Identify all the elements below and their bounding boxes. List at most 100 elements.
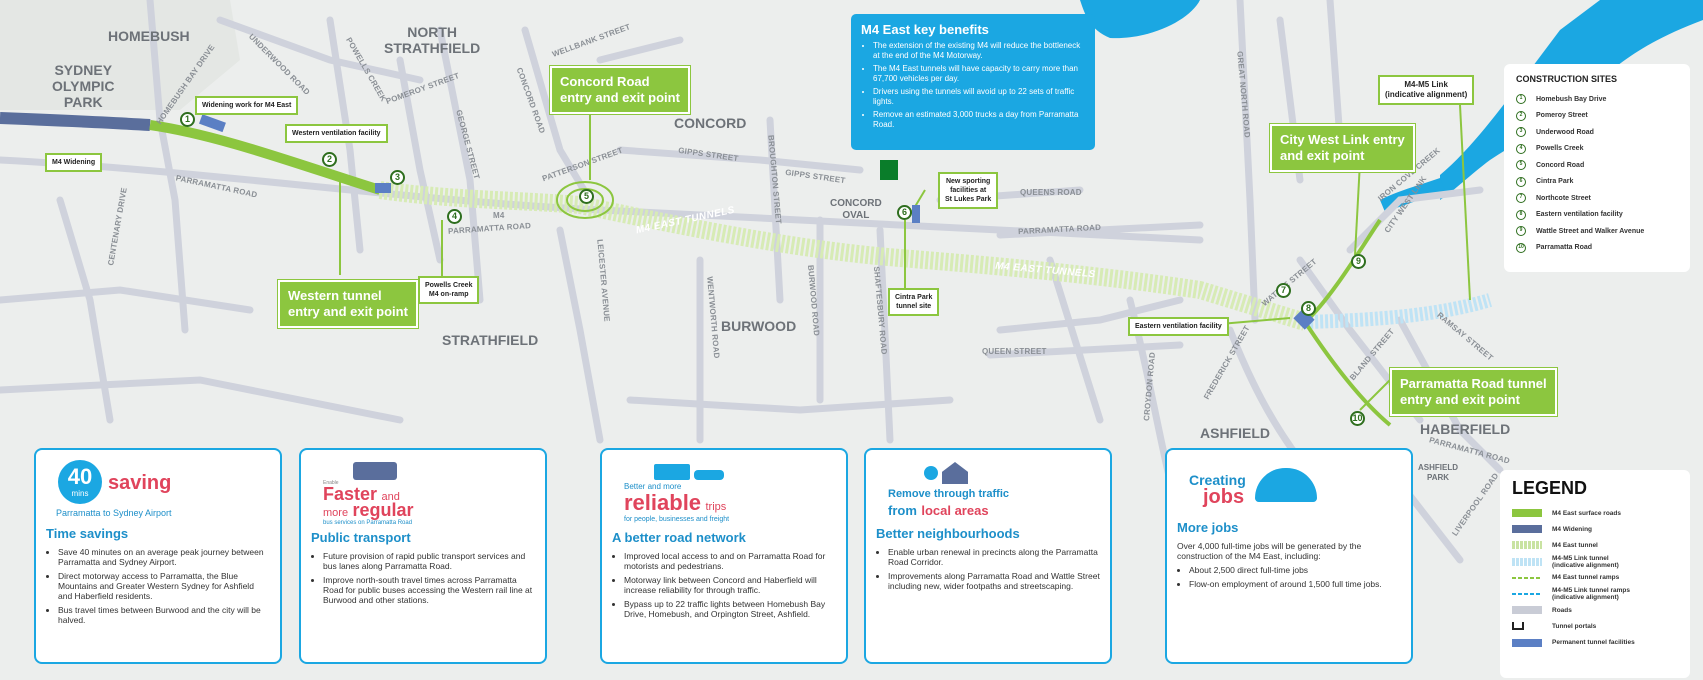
m4-widening-road (0, 112, 151, 131)
site-marker-7[interactable]: 7 (1276, 283, 1291, 298)
site-marker-8[interactable]: 8 (1301, 301, 1316, 316)
site-name: Underwood Road (1536, 128, 1594, 136)
legend-swatch (1512, 576, 1542, 579)
hero-top: Better and more (624, 482, 682, 491)
site-marker-3[interactable]: 3 (390, 170, 405, 185)
legend-swatch (1512, 525, 1542, 534)
minutes-number: 40 (67, 464, 93, 489)
callout-city-west-link: City West Link entry and exit point (1270, 124, 1415, 172)
card-hero: Creating jobs (1177, 458, 1401, 520)
card-time-savings: 40 mins saving Parramatta to Sydney Airp… (34, 448, 282, 664)
card-item: Improvements along Parramatta Road and W… (888, 571, 1100, 591)
card-item: Improve north-south travel times across … (323, 575, 535, 605)
m4m5-link-tunnel (1304, 293, 1493, 329)
site-marker-1[interactable]: 1 (180, 112, 195, 127)
hero-trips: trips (705, 501, 727, 513)
legend-row: M4-M5 Link tunnel ramps (indicative alig… (1512, 586, 1678, 602)
cintra-facility (912, 205, 920, 223)
hero-sub: bus services on Parramatta Road (323, 520, 413, 526)
suburb-ashfield: ASHFIELD (1200, 425, 1270, 441)
card-item: Future provision of rapid public transpo… (323, 551, 535, 571)
site-marker-10[interactable]: 10 (1350, 411, 1365, 426)
hero-more: more (323, 507, 349, 519)
city-west-link-ramp (1303, 218, 1382, 324)
card-item: Enable urban renewal in precincts along … (888, 547, 1100, 567)
hero-line2: more regular (323, 500, 414, 521)
legend-row: M4-M5 Link tunnel (indicative alignment) (1512, 554, 1678, 570)
benefit-item: The extension of the existing M4 will re… (873, 41, 1085, 61)
card-intro: Over 4,000 full-time jobs will be genera… (1177, 541, 1362, 561)
site-marker-5[interactable]: 5 (579, 189, 594, 204)
card-title: Better neighbourhoods (876, 526, 1020, 541)
site-name: Homebush Bay Drive (1536, 95, 1607, 103)
hero-from: from (888, 503, 917, 518)
site-number: 8 (1516, 209, 1526, 220)
legend-swatch (1512, 557, 1542, 566)
street-queen-street: QUEEN STREET (982, 347, 1047, 356)
callout-powells-ramp: Powells Creek M4 on-ramp (418, 276, 480, 304)
callout-concord-road: Concord Road entry and exit point (550, 66, 690, 114)
park-olympic (0, 0, 240, 110)
tree-icon (924, 466, 938, 480)
hero-and: and (381, 491, 400, 503)
st-lukes-park-marker (880, 160, 898, 180)
construction-sites-title: CONSTRUCTION SITES (1516, 74, 1618, 84)
legend-swatch (1512, 606, 1542, 615)
callout-cintra: Cintra Park tunnel site (888, 288, 940, 316)
callout-sporting: New sporting facilities at St Lukes Park (938, 172, 999, 209)
suburb-homebush: HOMEBUSH (108, 28, 190, 44)
legend-label: Permanent tunnel facilities (1552, 639, 1635, 647)
site-name: Powells Creek (1536, 145, 1584, 153)
m4-east-tunnel-2 (578, 196, 1308, 331)
card-item: Improved local access to and on Parramat… (624, 551, 836, 571)
card-item: About 2,500 direct full-time jobs (1189, 565, 1401, 575)
callout-widening-work: Widening work for M4 East (195, 96, 299, 115)
legend-label: M4-M5 Link tunnel ramps (indicative alig… (1552, 587, 1631, 602)
parramatta-road-ramp (1303, 320, 1392, 427)
site-name: Parramatta Road (1536, 244, 1593, 252)
suburb-burwood: BURWOOD (721, 318, 797, 334)
minutes-badge: 40 mins (58, 460, 102, 504)
water-bay-top (1080, 0, 1200, 39)
key-benefits-list: The extension of the existing M4 will re… (861, 41, 1085, 130)
card-list: Future provision of rapid public transpo… (311, 551, 535, 605)
key-benefits-panel: M4 East key benefits The extension of th… (851, 14, 1095, 150)
site-name: Wattle Street and Walker Avenue (1536, 227, 1645, 235)
site-name: Northcote Street (1536, 194, 1591, 202)
site-marker-4[interactable]: 4 (447, 209, 462, 224)
hero-line2: from local areas (888, 502, 989, 520)
card-item: Motorway link between Concord and Haberf… (624, 575, 836, 595)
suburb-sydney-olympic-park: SYDNEY OLYMPIC PARK (52, 62, 115, 110)
suburb-ashfield-park: ASHFIELD PARK (1418, 463, 1458, 482)
key-benefits-title: M4 East key benefits (861, 22, 989, 37)
suburb-concord-oval: CONCORD OVAL (830, 198, 882, 221)
suburb-north-strathfield: NORTH STRATHFIELD (384, 24, 481, 56)
site-marker-2[interactable]: 2 (322, 152, 337, 167)
callout-western-tunnel: Western tunnel entry and exit point (278, 280, 418, 328)
eastern-vent-facility (1293, 308, 1315, 330)
site-name: Eastern ventilation facility (1536, 211, 1623, 219)
site-number: 1 (1516, 94, 1526, 105)
hero-line: reliable trips (624, 490, 726, 516)
construction-site-row: 1 Homebush Bay Drive (1516, 91, 1678, 108)
site-marker-9[interactable]: 9 (1351, 254, 1366, 269)
benefit-item: The M4 East tunnels will have capacity t… (873, 64, 1085, 84)
house-icon (942, 462, 968, 484)
hardhat-icon (1255, 468, 1317, 502)
legend-row: M4 Widening (1512, 521, 1678, 537)
card-road-network: Better and more reliable trips for peopl… (600, 448, 848, 664)
site-name: Pomeroy Street (1536, 112, 1588, 120)
hero-creating: Creating (1189, 472, 1246, 488)
card-item: Bus travel times between Burwood and the… (58, 605, 270, 625)
suburb-concord: CONCORD (674, 115, 747, 131)
site-marker-6[interactable]: 6 (897, 205, 912, 220)
